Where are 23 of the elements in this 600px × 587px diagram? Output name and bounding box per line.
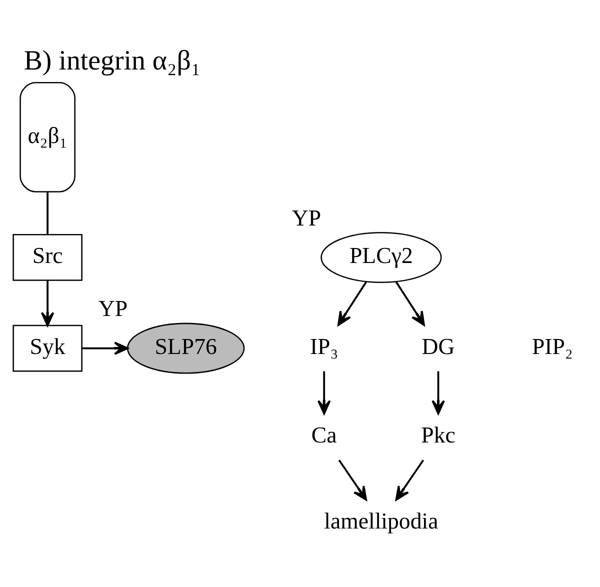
node-box: α₂β₁: [20, 82, 76, 192]
node-label: YP: [98, 296, 128, 321]
node-text: lamellipodia: [324, 508, 438, 534]
node-text: IP₃: [310, 333, 338, 358]
node-box: Syk: [12, 324, 82, 372]
arrow: [82, 341, 128, 354]
diagram-title: B) integrin α₂β₁: [24, 44, 201, 76]
node-label: YP: [292, 204, 322, 230]
node-ellipse: SLP76: [126, 322, 245, 374]
node-text: Ca: [311, 422, 337, 447]
node-text: DG: [422, 333, 455, 358]
node-text: Pkc: [421, 422, 456, 447]
arrow: [337, 280, 367, 326]
arrow: [432, 370, 445, 414]
connector: [46, 191, 49, 234]
arrow: [40, 280, 54, 326]
arrow: [395, 280, 425, 326]
label: PIP₂: [532, 333, 573, 358]
node-ellipse: PLCγ2: [320, 231, 442, 282]
arrow: [338, 459, 368, 500]
arrow: [317, 370, 331, 414]
node-box: Src: [12, 234, 82, 280]
arrow: [395, 459, 424, 500]
